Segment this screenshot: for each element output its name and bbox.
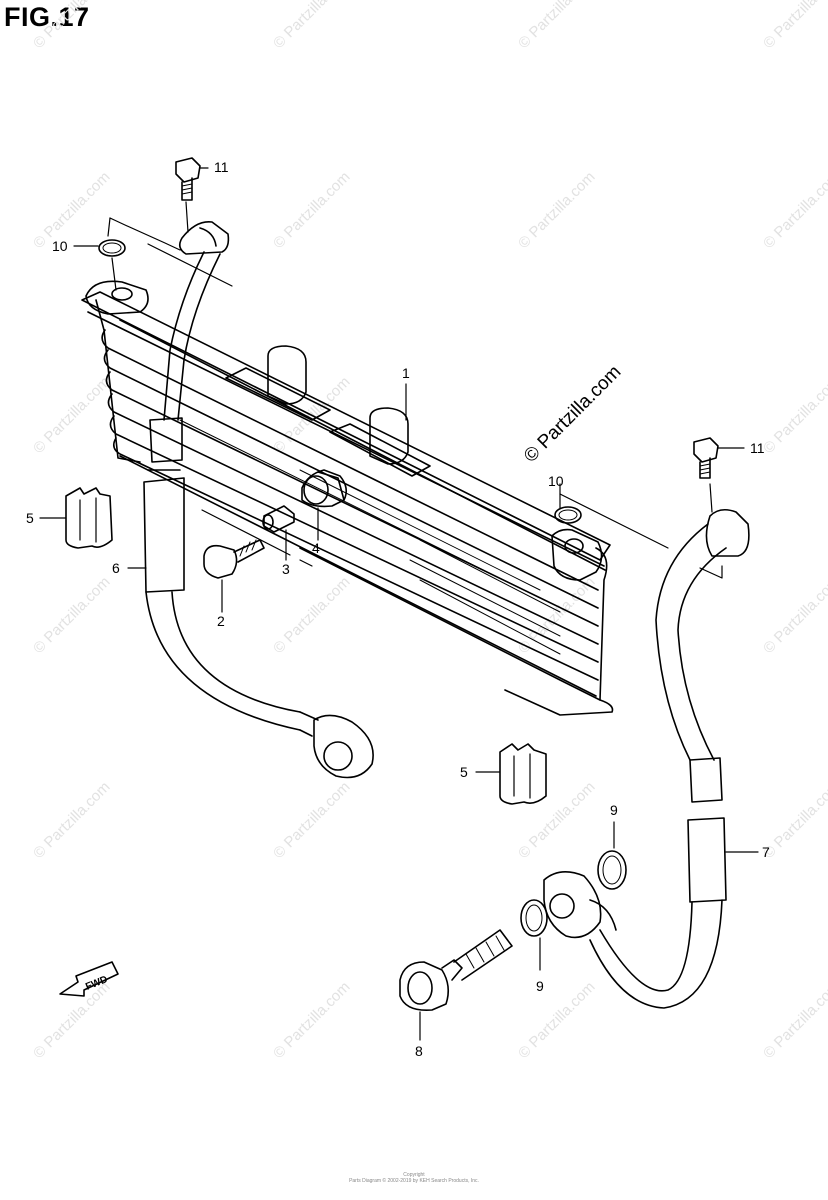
bolt-icon[interactable] (175, 157, 201, 201)
figure-title: FIG.17 (4, 2, 90, 32)
footer-line: Copyright (403, 1172, 425, 1178)
clamp-icon[interactable] (499, 743, 547, 805)
callout-label: 7 (762, 844, 770, 860)
callout-label: 9 (536, 978, 544, 994)
callout-label: 6 (112, 560, 120, 576)
gasket-icon[interactable] (520, 899, 548, 937)
fwd-arrow-icon (59, 961, 119, 997)
oil-cooler-radiator[interactable] (81, 280, 614, 716)
callout-label: 5 (26, 510, 34, 526)
callout-label: 11 (750, 440, 765, 456)
callout-label: 8 (415, 1043, 423, 1059)
callout-label: 3 (282, 561, 290, 577)
o-ring-icon[interactable] (554, 506, 582, 524)
hose-outlet[interactable] (543, 508, 750, 1009)
footer-line: Parts Diagram © 2002-2019 by KEH Search … (349, 1178, 479, 1184)
gasket-icon[interactable] (597, 850, 627, 890)
callout-label: 1 (402, 365, 410, 381)
callout-label: 10 (548, 473, 564, 489)
bolt-icon[interactable] (693, 437, 719, 479)
callout-label: 11 (214, 159, 229, 175)
bolt-icon[interactable] (203, 539, 265, 579)
cushion-icon[interactable] (301, 469, 348, 508)
callout-label: 10 (52, 238, 68, 254)
callout-label: 4 (312, 540, 320, 556)
callout-label: 9 (610, 802, 618, 818)
o-ring-icon[interactable] (98, 239, 126, 257)
footer-copyright: Copyright Parts Diagram © 2002-2019 by K… (0, 1172, 828, 1184)
spacer-icon[interactable] (262, 505, 295, 533)
union-bolt-icon[interactable] (399, 929, 513, 1012)
clamp-icon[interactable] (65, 487, 113, 549)
callout-label: 2 (217, 613, 225, 629)
hose-inlet[interactable] (143, 221, 374, 779)
callout-label: 5 (460, 764, 468, 780)
